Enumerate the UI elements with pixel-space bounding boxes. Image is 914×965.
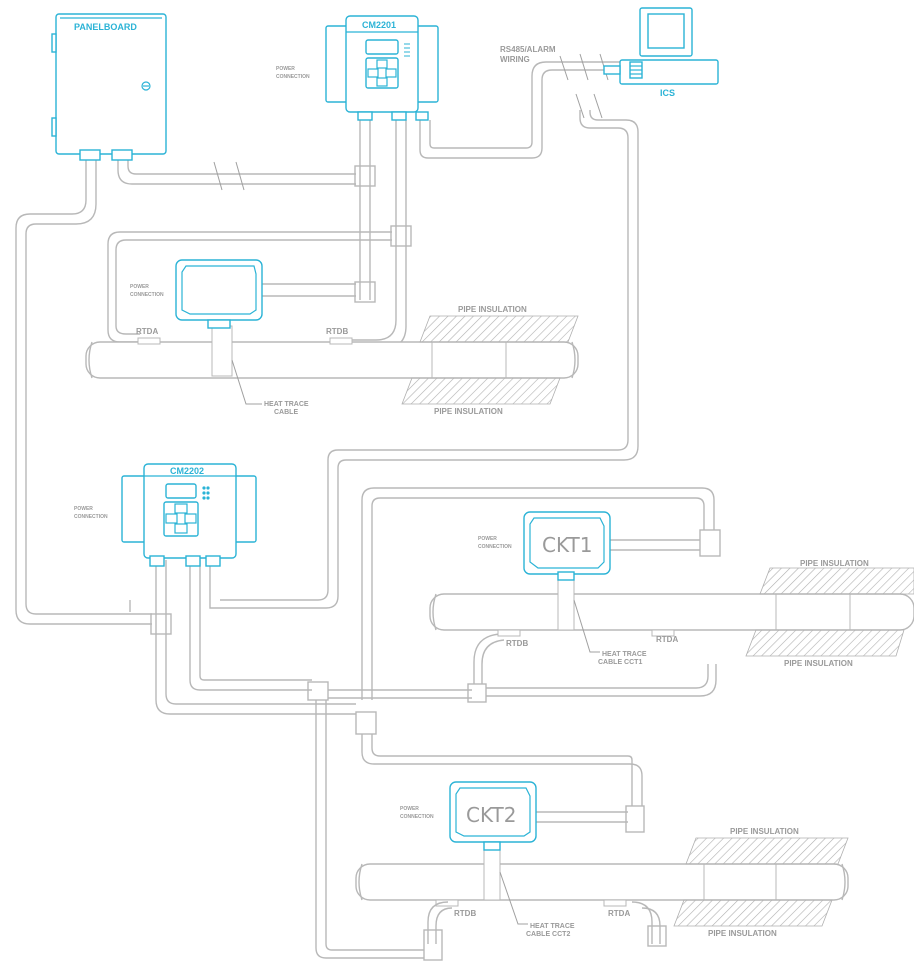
pipe-1 <box>85 315 579 405</box>
pipe-insulation-label-2a: PIPE INSULATION <box>800 559 869 568</box>
cable-label-1: CABLE <box>274 409 298 416</box>
pipe-insulation-label-1b: PIPE INSULATION <box>434 407 503 416</box>
ckt1-junction-box <box>523 511 611 581</box>
cm2202-label: CM2202 <box>170 466 204 476</box>
pipe-3 <box>355 837 849 961</box>
ics-label: ICS <box>660 88 675 98</box>
rtdb-label-2: RTDB <box>506 639 528 648</box>
heat-trace-label-3: HEAT TRACE <box>530 923 575 930</box>
power-label-ckt2: POWER <box>400 806 419 812</box>
pipe-insulation-label-2b: PIPE INSULATION <box>784 659 853 668</box>
pipe-insulation-label-3a: PIPE INSULATION <box>730 827 799 836</box>
connection-label-ckt2: CONNECTION <box>400 814 434 820</box>
panelboard-label: PANELBOARD <box>74 22 137 32</box>
rtdb-label-3: RTDB <box>454 909 476 918</box>
panelboard <box>51 13 167 161</box>
diagram-labels: PANELBOARD CM2201 CM2202 ICS RS485/ALARM… <box>74 20 869 938</box>
rtda-label-1: RTDA <box>136 327 158 336</box>
rtda-label-2: RTDA <box>656 635 678 644</box>
ckt2-junction-box <box>449 781 537 851</box>
cm2201-label: CM2201 <box>362 20 396 30</box>
ckt-junction-box <box>175 259 263 329</box>
rtdb-label-1: RTDB <box>326 327 348 336</box>
cm2201-controller <box>325 15 439 121</box>
cable-cct2-label: CABLE CCT2 <box>526 931 570 938</box>
power-label-ckt1: POWER <box>478 536 497 542</box>
power-label-ckt: POWER <box>130 284 149 290</box>
heat-trace-label-2: HEAT TRACE <box>602 651 647 658</box>
connection-label-ckt1: CONNECTION <box>478 544 512 550</box>
heat-trace-label-1: HEAT TRACE <box>264 401 309 408</box>
pipe-insulation-label-1a: PIPE INSULATION <box>458 305 527 314</box>
ckt2-label: CKT2 <box>466 803 516 827</box>
connection-label-cm2202: CONNECTION <box>74 514 108 520</box>
pipe-insulation-label-3b: PIPE INSULATION <box>708 929 777 938</box>
pipe-2 <box>429 567 914 657</box>
cable-cct1-label: CABLE CCT1 <box>598 659 642 666</box>
rtda-label-3: RTDA <box>608 909 630 918</box>
ckt1-label: CKT1 <box>542 533 592 557</box>
power-label-cm2201: POWER <box>276 66 295 72</box>
cm2202-controller <box>121 463 257 567</box>
wiring-label: WIRING <box>500 55 530 64</box>
connection-label-cm2201: CONNECTION <box>276 74 310 80</box>
conduit-network <box>15 61 721 959</box>
connection-label-ckt: CONNECTION <box>130 292 164 298</box>
rs485-label: RS485/ALARM <box>500 45 556 54</box>
power-label-cm2202: POWER <box>74 506 93 512</box>
ics-computer <box>603 7 719 85</box>
